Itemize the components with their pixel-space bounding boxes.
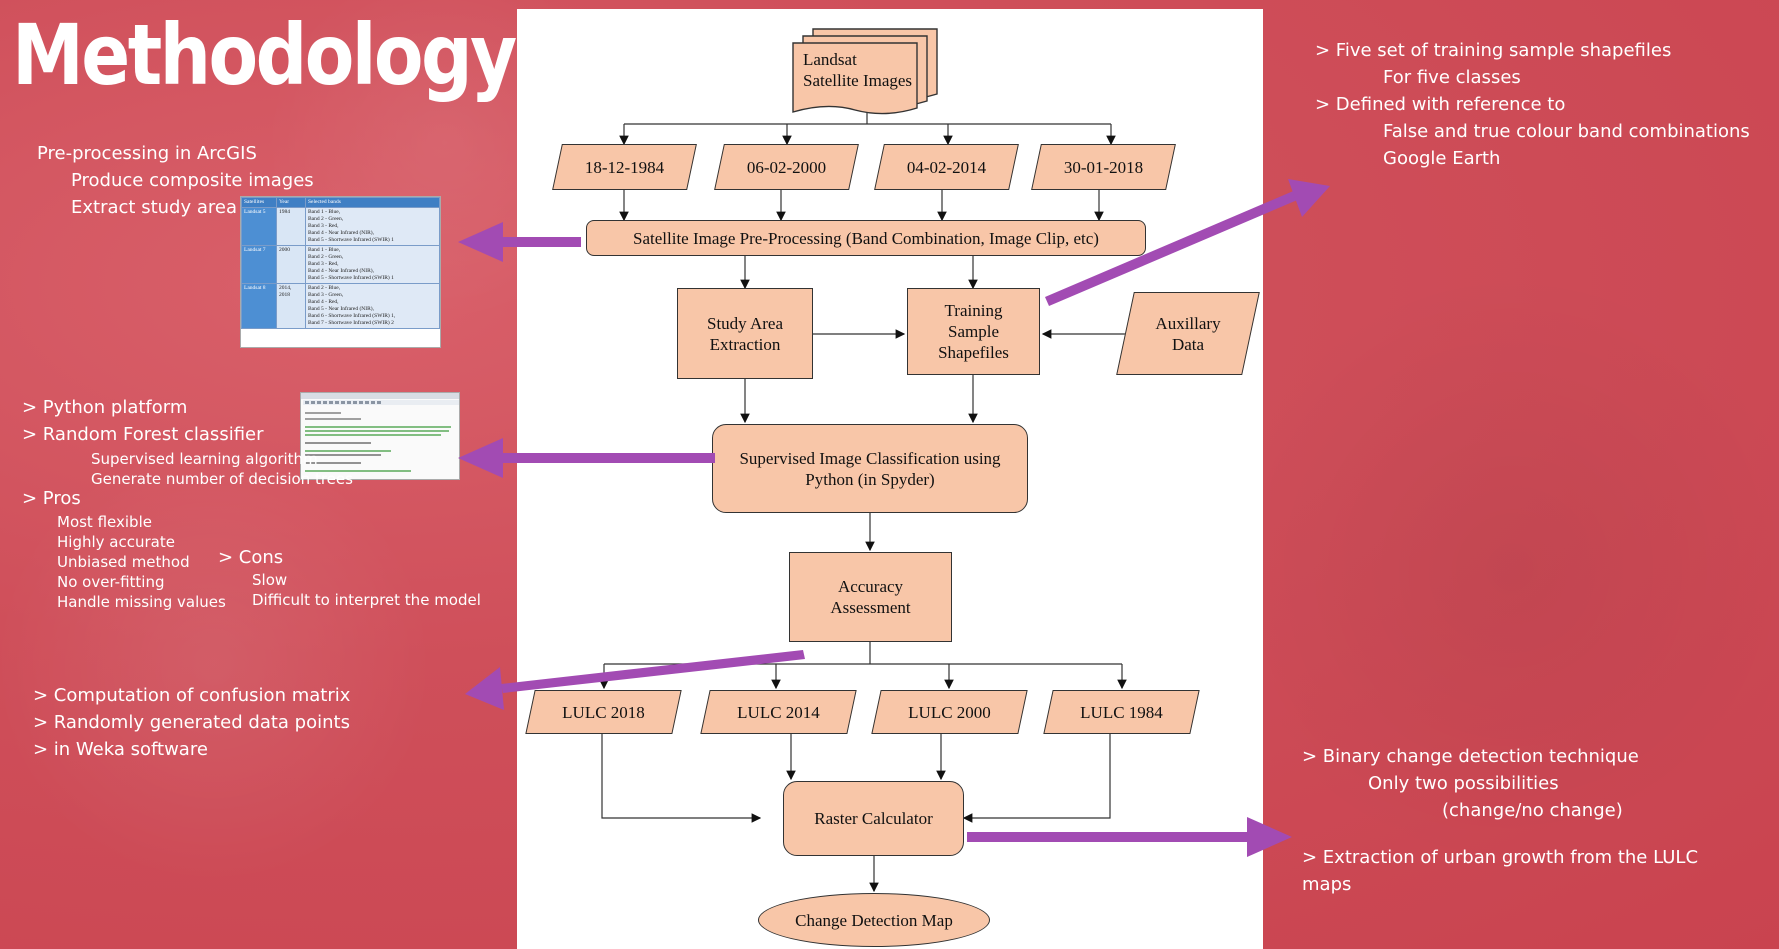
spyder-screenshot-thumbnail	[300, 392, 460, 480]
band-table-cell: Band 1 - Blue,Band 2 - Green,Band 3 - Re…	[305, 207, 440, 246]
accuracy-arrow-shaft	[501, 650, 805, 693]
change-note: > Binary change detection technique Only…	[1302, 743, 1698, 898]
training-samples-node: Training Sample Shapefiles	[907, 288, 1040, 375]
lulc-1984-node: LULC 1984	[1048, 690, 1195, 734]
flowchart-panel: Landsat Satellite Images 18-12-1984 06-0…	[517, 9, 1263, 949]
cons-item: Slow	[252, 571, 288, 589]
training-line: Google Earth	[1383, 148, 1501, 169]
training-line: > Defined with reference to	[1315, 94, 1566, 115]
auxillary-data-node: Auxillary Data	[1125, 292, 1251, 375]
python-note: > Python platform > Random Forest classi…	[22, 394, 264, 448]
band-table-row: Landsat 8 2014, 2018 Band 2 - Blue,Band …	[241, 283, 440, 329]
training-line: > Five set of training sample shapefiles	[1315, 40, 1672, 61]
pros-item: Unbiased method	[57, 553, 190, 571]
pros-item: Handle missing values	[57, 593, 226, 611]
date-node-1984: 18-12-1984	[557, 144, 692, 190]
classification-node: Supervised Image Classification using Py…	[712, 424, 1028, 513]
date-node-2018: 30-01-2018	[1036, 144, 1171, 190]
lulc-2018-node: LULC 2018	[530, 690, 677, 734]
study-area-node: Study Area Extraction	[677, 288, 813, 379]
preprocessing-note: Pre-processing in ArcGIS Produce composi…	[37, 140, 314, 221]
raster-calculator-node: Raster Calculator	[783, 781, 964, 856]
band-table: Satellites Year Selected bands Landsat 5…	[241, 197, 440, 329]
raster-arrow-head	[1247, 817, 1292, 857]
change-line: Only two possibilities	[1368, 773, 1559, 794]
band-table-thumbnail: Satellites Year Selected bands Landsat 5…	[240, 196, 441, 348]
cons-item: Difficult to interpret the model	[252, 591, 481, 609]
change-line: maps	[1302, 874, 1352, 895]
preprocessing-line-1: Pre-processing in ArcGIS	[37, 143, 257, 164]
pros-item: Highly accurate	[57, 533, 175, 551]
preprocessing-arrow-shaft	[498, 237, 581, 247]
training-note: > Five set of training sample shapefiles…	[1315, 37, 1750, 172]
preprocessing-line-3: Extract study area	[71, 197, 237, 218]
classification-arrow-head	[458, 438, 503, 478]
random-forest-line: > Random Forest classifier	[22, 424, 264, 445]
python-sub-note: Supervised learning algorithm Generate n…	[91, 449, 353, 489]
pros-heading: > Pros	[22, 488, 81, 509]
preprocessing-node: Satellite Image Pre-Processing (Band Com…	[586, 220, 1146, 256]
pros-item: Most flexible	[57, 513, 152, 531]
band-table-cell: Band 1 - Blue,Band 2 - Green,Band 3 - Re…	[305, 245, 440, 284]
connector-arrow	[962, 734, 1111, 823]
raster-arrow-shaft	[967, 832, 1259, 842]
landsat-images-label: Landsat Satellite Images	[803, 50, 913, 90]
spyder-screenshot-image	[301, 393, 459, 472]
lulc-2014-node: LULC 2014	[705, 690, 852, 734]
change-detection-map-node: Change Detection Map	[758, 893, 990, 947]
training-arrow-head	[1288, 179, 1330, 217]
band-table-row: Landsat 7 2000 Band 1 - Blue,Band 2 - Gr…	[241, 245, 440, 284]
training-arrow-shaft	[1045, 189, 1302, 306]
python-platform-line: > Python platform	[22, 397, 188, 418]
flowchart-connectors	[599, 109, 1128, 893]
connector-arrow	[601, 734, 762, 823]
band-table-cell: Band 2 - Blue,Band 3 - Green,Band 4 - Re…	[305, 283, 440, 329]
band-table-row: Landsat 5 1984 Band 1 - Blue,Band 2 - Gr…	[241, 207, 440, 246]
training-line: For five classes	[1383, 67, 1521, 88]
change-line: > Binary change detection technique	[1302, 746, 1639, 767]
cons-list: Slow Difficult to interpret the model	[252, 570, 481, 610]
pros-item: No over-fitting	[57, 573, 165, 591]
landsat-images-document-stack	[792, 28, 938, 115]
python-sub-line-2: Generate number of decision trees	[91, 470, 353, 488]
change-line: > Extraction of urban growth from the LU…	[1302, 847, 1699, 868]
accuracy-arrow-head	[465, 667, 504, 710]
pros-list: Most flexible Highly accurate Unbiased m…	[57, 512, 226, 612]
accuracy-line: > Computation of confusion matrix	[33, 685, 351, 706]
python-sub-line-1: Supervised learning algorithm	[91, 450, 318, 468]
date-node-2000: 06-02-2000	[719, 144, 854, 190]
accuracy-line: > in Weka software	[33, 739, 208, 760]
accuracy-line: > Randomly generated data points	[33, 712, 350, 733]
training-line: False and true colour band combinations	[1383, 121, 1750, 142]
classification-arrow-shaft	[498, 453, 715, 463]
change-line: (change/no change)	[1442, 800, 1623, 821]
accuracy-assessment-node: Accuracy Assessment	[789, 552, 952, 642]
band-table-cell: 2000	[276, 245, 306, 284]
preprocessing-line-2: Produce composite images	[71, 170, 314, 191]
band-table-cell: 2014, 2018	[276, 283, 306, 329]
page-title: Methodology	[12, 6, 517, 104]
date-node-2014: 04-02-2014	[879, 144, 1014, 190]
cons-heading: > Cons	[218, 547, 284, 568]
accuracy-note: > Computation of confusion matrix > Rand…	[33, 682, 350, 763]
preprocessing-arrow-head	[458, 222, 503, 262]
lulc-2000-node: LULC 2000	[876, 690, 1023, 734]
